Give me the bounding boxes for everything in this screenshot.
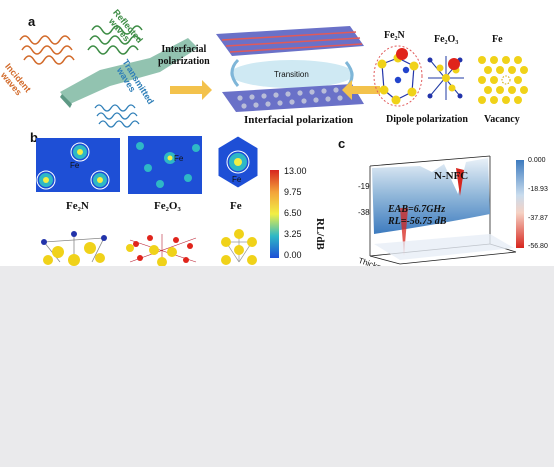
colorbar-c-tick-4: -56.80: [528, 243, 548, 250]
panel-a-graphics: [19, 25, 528, 128]
colorbar-c-tick-1: 0.000: [528, 157, 546, 164]
curved-arrow-icon: [230, 58, 240, 87]
panel-a-label: a: [28, 14, 36, 29]
fe-structure: [221, 229, 257, 265]
transition-zone: [230, 60, 354, 88]
panel-c-label: c: [338, 136, 346, 151]
reflected-wave-1: [87, 45, 139, 55]
blank-area: [0, 266, 554, 467]
transmitted-wave-3: [98, 120, 140, 128]
fe2n-structure: [41, 231, 107, 266]
rl-minimum-shadow: [400, 208, 408, 256]
map-atom-label-3: Fe: [232, 175, 242, 184]
colorbar-c-tick-3: -37.87: [528, 215, 548, 222]
fe2o3-structure: [126, 234, 197, 266]
z-tick-2: -38: [358, 208, 370, 217]
upper-layer-bonds: [221, 31, 363, 53]
right-arrow-icon: [170, 80, 212, 100]
fe-vacancy-lattice: [478, 56, 528, 104]
map-name-1: Fe₂N: [66, 200, 89, 212]
colorbar-b-tick-1: 13.00: [284, 166, 307, 176]
colorbar-b-tick-2: 9.75: [284, 187, 302, 197]
reflected-wave-2: [89, 35, 141, 45]
z-axis-label: RL/dB: [314, 218, 326, 250]
z-tick-1: -19: [358, 182, 370, 191]
fe2o3-label: Fe₂O₃: [434, 34, 459, 45]
interfacial-caption: Interfacial polarization: [244, 114, 354, 126]
map-atom-label-2: Fe: [174, 154, 184, 163]
colorbar-c-tick-2: -18.93: [528, 186, 548, 193]
map-name-2: Fe₂O₃: [154, 200, 181, 212]
transmitted-wave-2: [96, 112, 138, 120]
annotation-rl: RL=-56.75 dB: [388, 216, 447, 227]
plot-title: N-NFC: [434, 170, 469, 182]
fe-label: Fe: [492, 34, 503, 45]
absorber-slab-edge: [60, 94, 72, 108]
map-name-3: Fe: [230, 200, 242, 212]
incident-wave-1: [19, 35, 71, 45]
transition-label: Transition: [274, 70, 309, 79]
colorbar-b-tick-4: 3.25: [284, 229, 302, 239]
floor-projection: [374, 234, 514, 260]
rl-minimum-peak: [456, 168, 464, 196]
vacancy-caption: Vacancy: [484, 114, 520, 125]
left-arrow-icon: [342, 80, 380, 100]
panel-b-graphics: [36, 135, 279, 266]
incident-wave-3: [23, 55, 75, 65]
dipole-caption: Dipole polarization: [386, 114, 468, 125]
annotation-eab: EAB=6.7GHz: [388, 204, 446, 215]
colorbar-b-tick-5: 0.00: [284, 250, 302, 260]
reflected-wave-3: [91, 25, 143, 35]
fe2o3-cluster: [427, 56, 464, 100]
panel-c-graphics: [369, 155, 524, 265]
map-atom-label-1: Fe: [70, 161, 80, 170]
lower-layer-atoms: [237, 87, 343, 109]
panel-b-colorbar: [270, 170, 279, 258]
panel-c-colorbar: [516, 160, 524, 248]
plot-box: [369, 155, 517, 265]
incident-wave-2: [21, 45, 73, 55]
panel-b-label: b: [30, 130, 38, 145]
colorbar-b-tick-3: 6.50: [284, 208, 302, 218]
transmitted-wave-1: [94, 104, 136, 112]
fe2n-label: Fe₂N: [384, 30, 405, 41]
absorber-slab: [60, 38, 198, 104]
fe2n-cluster: [373, 45, 423, 107]
vacancy-site: [501, 75, 511, 85]
